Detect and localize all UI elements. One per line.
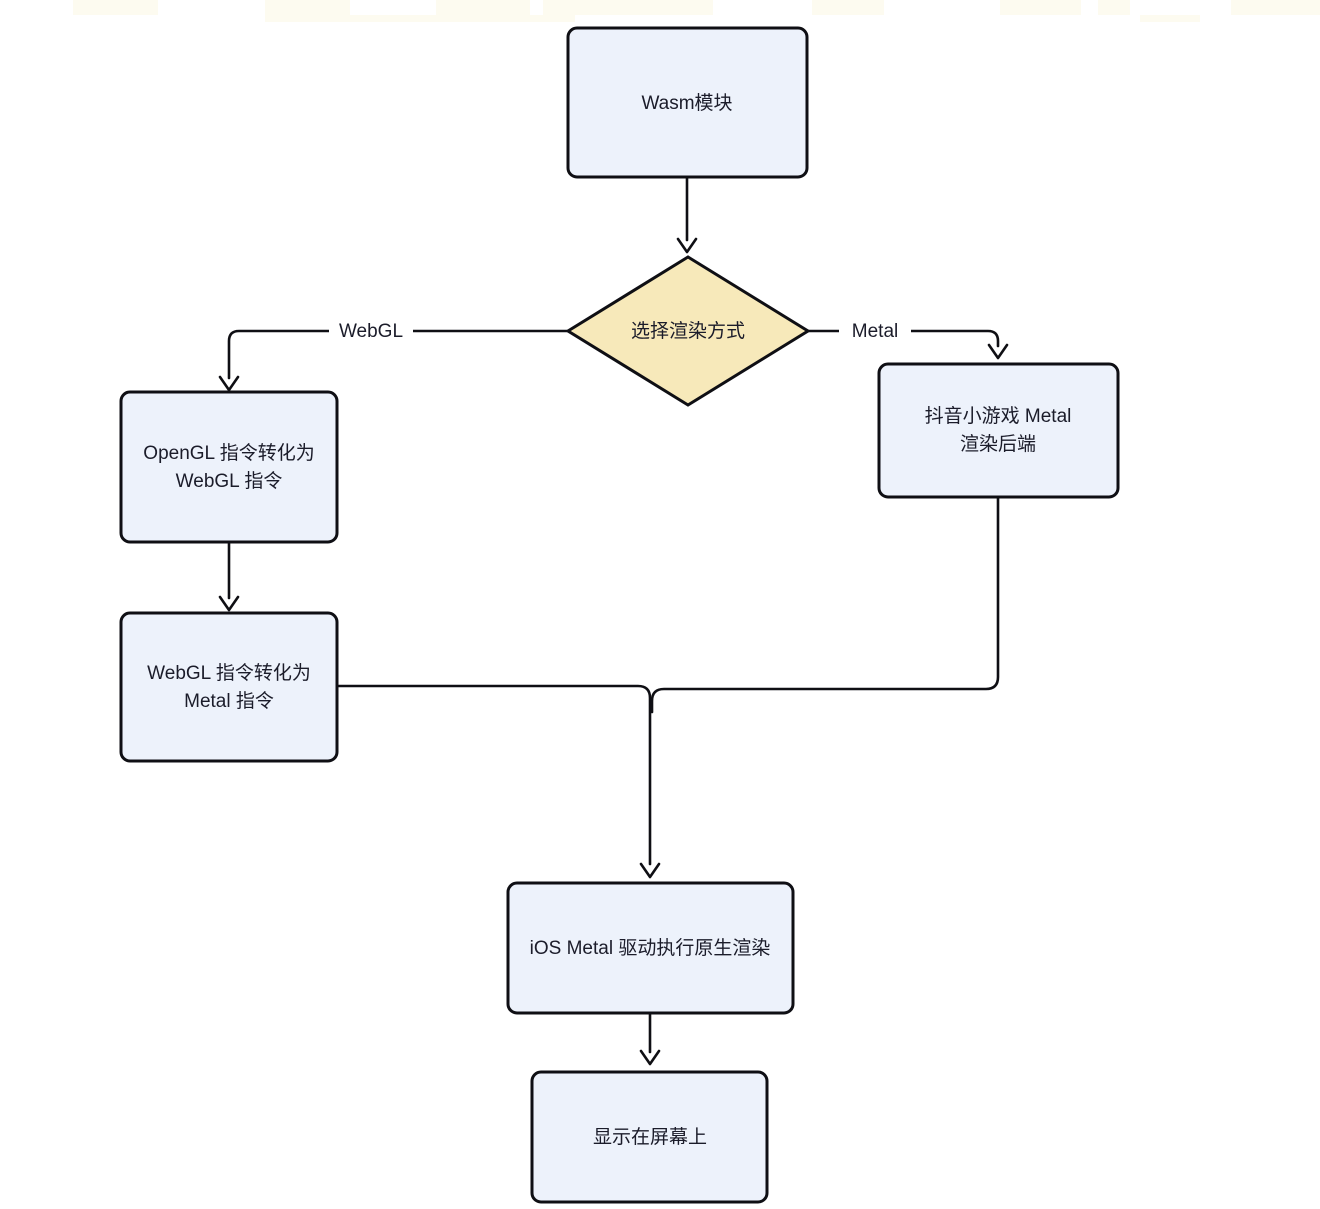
edge-metal-backend-to-ios (650, 495, 1000, 714)
node-wasm-module: Wasm模块 (566, 26, 809, 179)
node-opengl-convert: OpenGL 指令转化为 WebGL 指令 (119, 390, 339, 544)
node-metal-backend-line1: 抖音小游戏 Metal (925, 405, 1072, 427)
node-ios-metal-render: iOS Metal 驱动执行原生渲染 (506, 881, 795, 1015)
arrow-down-icon (218, 375, 240, 392)
edge-webgl-convert-to-ios (335, 684, 661, 879)
node-display-screen: 显示在屏幕上 (530, 1070, 769, 1204)
node-metal-backend: 抖音小游戏 Metal 渲染后端 (877, 362, 1120, 499)
edge-decision-to-opengl: WebGL (218, 317, 570, 392)
arrow-down-icon (639, 1049, 661, 1066)
arrow-down-icon (639, 862, 661, 879)
edge-label-bg (839, 317, 911, 345)
edge-opengl-to-webgl-convert (218, 540, 240, 612)
node-opengl-convert-line1: OpenGL 指令转化为 (143, 442, 314, 464)
edge-label-bg (329, 317, 413, 345)
node-decision-label: 选择渲染方式 (631, 320, 745, 342)
edge-label-metal: Metal (852, 321, 898, 342)
edge-ios-to-display (639, 1011, 661, 1066)
top-edge-artifacts (73, 0, 1320, 22)
node-webgl-convert-line2: Metal 指令 (184, 690, 274, 712)
edge-decision-to-metal-backend: Metal (806, 317, 1009, 360)
arrow-down-icon (218, 595, 240, 612)
node-wasm-module-label: Wasm模块 (641, 92, 732, 114)
node-ios-metal-render-label: iOS Metal 驱动执行原生渲染 (530, 937, 771, 959)
node-opengl-convert-line2: WebGL 指令 (176, 470, 283, 492)
node-webgl-convert: WebGL 指令转化为 Metal 指令 (119, 611, 339, 763)
node-display-screen-label: 显示在屏幕上 (593, 1126, 707, 1148)
arrow-down-icon (676, 237, 698, 254)
node-metal-backend-line2: 渲染后端 (960, 433, 1036, 455)
edge-label-webgl: WebGL (339, 321, 403, 342)
edge-wasm-to-decision (676, 175, 698, 254)
arrow-down-icon (987, 343, 1009, 360)
node-webgl-convert-line1: WebGL 指令转化为 (147, 662, 311, 684)
node-decision-render-mode: 选择渲染方式 (565, 255, 811, 407)
